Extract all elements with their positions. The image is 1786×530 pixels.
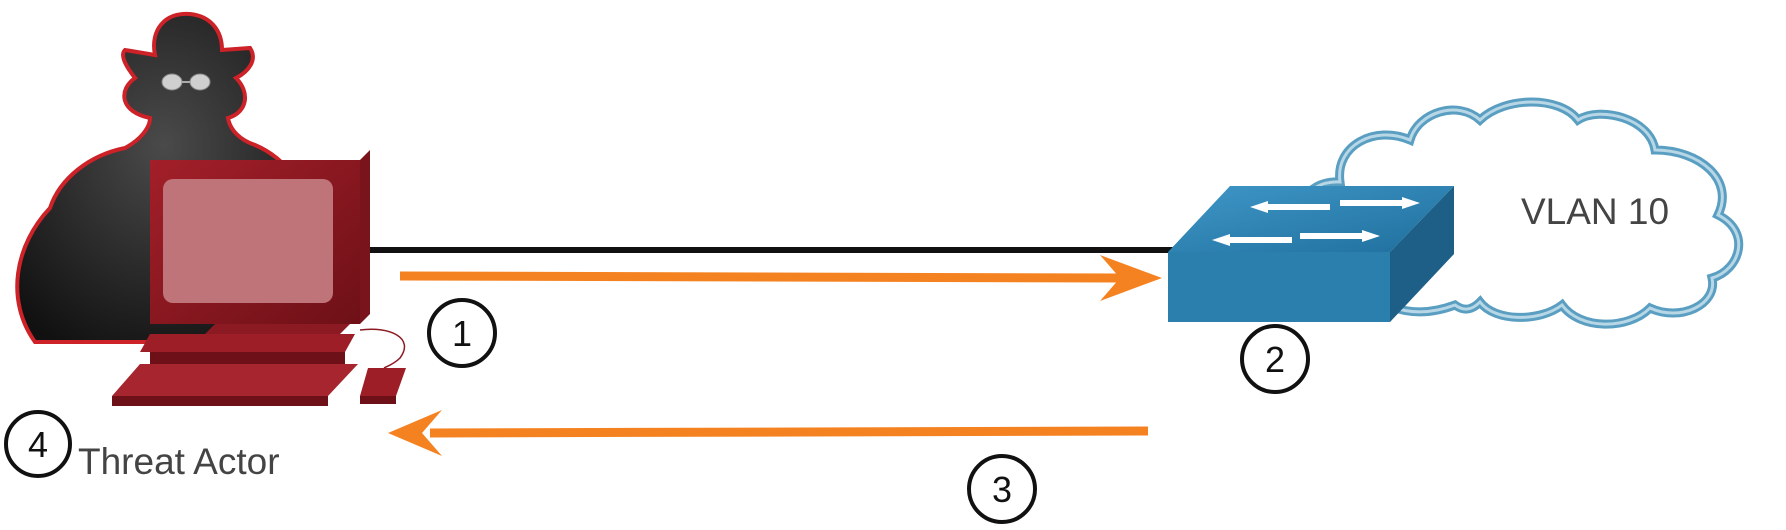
step-marker-1: 1	[427, 298, 497, 368]
threat-actor-label: Threat Actor	[78, 441, 280, 482]
network-switch-icon	[1168, 186, 1454, 322]
step-marker-3: 3	[967, 454, 1037, 524]
svg-text:3: 3	[992, 469, 1012, 510]
vlan-label: VLAN 10	[1521, 191, 1669, 232]
svg-text:4: 4	[28, 424, 48, 465]
step-marker-4: 4	[4, 410, 72, 478]
request-arrow	[399, 255, 1162, 301]
desktop-computer-icon	[112, 150, 406, 406]
step-marker-2: 2	[1240, 324, 1310, 394]
reply-arrow	[388, 410, 1149, 456]
svg-text:2: 2	[1265, 339, 1285, 380]
svg-text:1: 1	[452, 313, 472, 354]
